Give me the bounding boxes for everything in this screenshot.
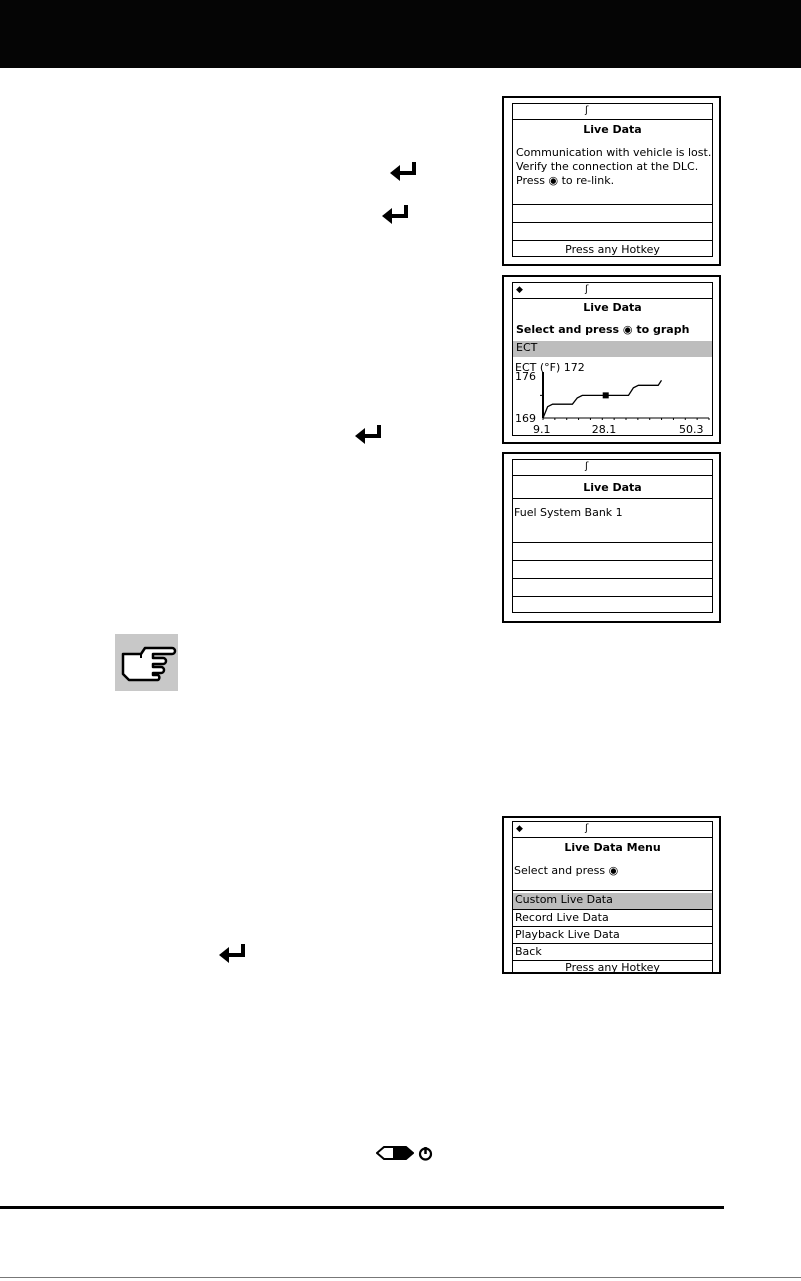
row-divider [513, 204, 712, 205]
hotkey-footer: Press any Hotkey [565, 243, 660, 256]
status-bar: ◆ ʃ [513, 822, 712, 838]
message-line: Press ◉ to re-link. [516, 174, 615, 187]
status-bar: ʃ [513, 104, 712, 120]
footer-rule [0, 1206, 724, 1209]
screen-title: Live Data [583, 481, 642, 494]
row-divider [513, 498, 712, 499]
y-tick-label: 169 [515, 412, 536, 425]
x-tick-label: 28.1 [592, 423, 617, 435]
screen-live-data-menu: ◆ ʃ Live Data Menu Select and press ◉ Cu… [502, 816, 721, 974]
graph-prompt: Select and press ◉ to graph [516, 323, 690, 336]
screen-display: ◆ ʃ Live Data Select and press ◉ to grap… [512, 282, 713, 436]
vehicle-icon: ◆ [516, 285, 523, 295]
row-divider [513, 890, 712, 891]
row-divider [513, 578, 712, 579]
screen-fuel-system: ʃ Live Data Fuel System Bank 1 [502, 452, 721, 623]
enter-key-icon [219, 944, 245, 963]
note-box [115, 634, 178, 691]
menu-item-record-live-data[interactable]: Record Live Data [515, 911, 609, 924]
screen-comm-lost: ʃ Live Data Communication with vehicle i… [502, 96, 721, 266]
series-line [542, 379, 663, 419]
menu-prompt: Select and press ◉ [514, 864, 619, 877]
bluetooth-icon: ʃ [585, 284, 589, 295]
screen-title: Live Data [583, 301, 642, 314]
row-divider [513, 596, 712, 597]
row-divider [513, 943, 712, 944]
message-line: Verify the connection at the DLC. [516, 160, 699, 173]
row-divider [513, 909, 712, 910]
menu-item-playback-live-data[interactable]: Playback Live Data [515, 928, 620, 941]
vehicle-icon: ◆ [516, 824, 523, 834]
menu-item-back[interactable]: Back [515, 945, 542, 958]
x-tick-label: 9.1 [533, 423, 551, 435]
selected-pid[interactable]: ECT [513, 341, 712, 357]
enter-button-icon: ◉ [548, 174, 559, 187]
enter-button-icon: ◉ [622, 323, 633, 336]
row-divider [513, 240, 712, 241]
screen-display: ʃ Live Data Communication with vehicle i… [512, 103, 713, 257]
pid-item: Fuel System Bank 1 [514, 506, 623, 519]
power-icon [418, 1147, 433, 1161]
row-divider [513, 560, 712, 561]
status-bar: ʃ [513, 460, 712, 476]
pointing-hand-icon [121, 646, 177, 682]
bluetooth-icon: ʃ [585, 461, 589, 472]
enter-button-icon: ◉ [608, 864, 619, 877]
enter-key-icon [390, 162, 416, 181]
row-divider [513, 222, 712, 223]
y-tick-label: 176 [515, 371, 536, 383]
page-bottom-rule [0, 1277, 801, 1278]
enter-key-icon [355, 425, 381, 444]
screen-display: ◆ ʃ Live Data Menu Select and press ◉ Cu… [512, 821, 713, 973]
page-header-bar [0, 0, 801, 68]
hotkey-footer: Press any Hotkey [565, 961, 660, 973]
arrow-keys-icon [376, 1146, 414, 1160]
message-line: Communication with vehicle is lost. [516, 146, 712, 159]
screen-title: Live Data Menu [564, 841, 661, 854]
row-divider [513, 960, 712, 961]
status-bar: ◆ ʃ [513, 283, 712, 299]
screen-title: Live Data [583, 123, 642, 136]
x-tick-label: 50.3 [679, 423, 704, 435]
row-divider [513, 542, 712, 543]
bluetooth-icon: ʃ [585, 823, 589, 834]
cursor-marker [602, 392, 609, 399]
screen-display: ʃ Live Data Fuel System Bank 1 [512, 459, 713, 613]
graph-readout: ECT (°F) 172 [515, 361, 585, 374]
enter-key-icon [382, 205, 408, 224]
bluetooth-icon: ʃ [585, 105, 589, 116]
screen-live-graph: ◆ ʃ Live Data Select and press ◉ to grap… [502, 275, 721, 444]
menu-item-custom-live-data[interactable]: Custom Live Data [513, 893, 712, 909]
row-divider [513, 926, 712, 927]
